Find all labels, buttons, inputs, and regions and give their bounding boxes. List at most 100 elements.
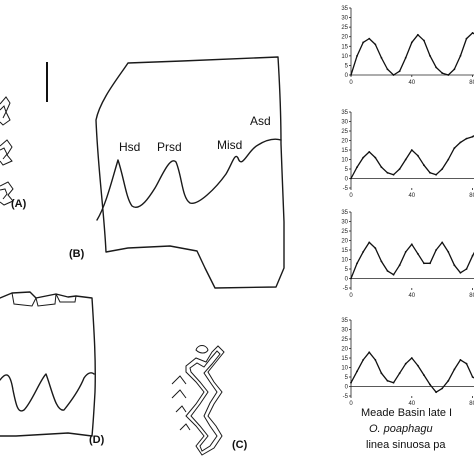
y-tick-label: 35 bbox=[341, 6, 348, 12]
data-point bbox=[386, 68, 389, 71]
data-point bbox=[356, 166, 358, 169]
data-point bbox=[356, 370, 358, 373]
series-line bbox=[350, 241, 474, 279]
data-point bbox=[423, 262, 425, 265]
y-tick-label: 30 bbox=[341, 328, 348, 334]
data-point bbox=[410, 357, 413, 359]
y-tick-label: 15 bbox=[341, 148, 348, 154]
x-tick-label: 80 bbox=[469, 193, 474, 199]
y-tick-label: 20 bbox=[341, 35, 348, 41]
data-point bbox=[404, 362, 407, 365]
data-point bbox=[447, 379, 450, 382]
x-tick-label: 0 bbox=[349, 193, 353, 199]
x-tick-label: 0 bbox=[349, 293, 353, 299]
data-point bbox=[398, 372, 401, 375]
y-tick-label: 30 bbox=[341, 120, 348, 126]
x-tick-label: 80 bbox=[469, 401, 474, 407]
data-point bbox=[453, 68, 456, 71]
chart-1: 0510152025303504080 bbox=[341, 6, 474, 86]
data-point bbox=[392, 381, 395, 384]
data-point bbox=[362, 359, 365, 361]
y-tick-label: 15 bbox=[341, 44, 348, 50]
data-point bbox=[429, 383, 431, 386]
panel-a-drawing bbox=[0, 62, 48, 206]
data-point bbox=[441, 72, 444, 74]
x-tick-label: 0 bbox=[349, 80, 353, 86]
data-point bbox=[416, 154, 419, 157]
y-tick-label: 20 bbox=[341, 347, 348, 353]
tooth-outline-a2-inner bbox=[0, 147, 8, 160]
y-tick-label: 35 bbox=[341, 318, 348, 324]
data-point bbox=[350, 177, 352, 180]
y-tick-label: 5 bbox=[345, 375, 349, 381]
data-point bbox=[453, 368, 456, 371]
data-point bbox=[423, 164, 425, 167]
data-point bbox=[410, 41, 413, 44]
data-point bbox=[423, 39, 425, 42]
data-point bbox=[362, 251, 365, 253]
data-point bbox=[362, 156, 365, 159]
data-point bbox=[350, 277, 352, 280]
data-point bbox=[356, 262, 358, 265]
data-point bbox=[398, 70, 401, 73]
data-point bbox=[459, 141, 462, 144]
tooth-outline-a3-inner bbox=[0, 188, 8, 200]
tooth-outline-a3 bbox=[0, 181, 14, 206]
data-point bbox=[435, 391, 438, 394]
data-point bbox=[386, 379, 389, 382]
enamel-pattern-outer bbox=[185, 345, 225, 456]
y-tick-label: 35 bbox=[341, 210, 348, 216]
data-point bbox=[368, 37, 371, 40]
linea-sinuosa-b bbox=[96, 138, 282, 221]
y-tick-label: -5 bbox=[343, 394, 349, 400]
cusp-label-hsd: Hsd bbox=[119, 140, 140, 154]
data-point bbox=[416, 364, 419, 367]
panel-label-d: (D) bbox=[89, 434, 105, 446]
y-tick-label: 20 bbox=[341, 239, 348, 245]
data-point bbox=[441, 168, 444, 170]
panel-d-drawing bbox=[0, 291, 96, 437]
x-tick-label: 0 bbox=[349, 401, 353, 407]
data-point bbox=[380, 166, 383, 169]
data-point bbox=[471, 254, 474, 257]
panel-label-c: (C) bbox=[232, 439, 248, 451]
enamel-pattern-inner bbox=[189, 350, 221, 452]
linea-sinuosa-d bbox=[0, 372, 95, 412]
y-tick-label: 5 bbox=[345, 267, 349, 273]
data-point bbox=[392, 74, 395, 76]
data-point bbox=[471, 135, 474, 138]
y-tick-label: 25 bbox=[341, 337, 348, 343]
x-tick-label: 80 bbox=[469, 293, 474, 299]
data-point bbox=[453, 147, 456, 150]
tooth-outline-a2 bbox=[0, 139, 13, 166]
data-point bbox=[416, 252, 419, 255]
panel-b-drawing bbox=[95, 56, 285, 289]
data-point bbox=[350, 74, 352, 76]
data-point bbox=[441, 241, 444, 244]
y-tick-label: 0 bbox=[345, 277, 349, 283]
enamel-pattern-loop bbox=[195, 345, 209, 354]
y-tick-label: 15 bbox=[341, 248, 348, 254]
data-point bbox=[435, 173, 438, 176]
data-point bbox=[471, 376, 474, 378]
data-point bbox=[350, 381, 352, 384]
data-point bbox=[453, 264, 456, 267]
data-point bbox=[429, 262, 431, 265]
y-tick-label: 0 bbox=[345, 177, 349, 183]
chart-3: -50510152025303504080 bbox=[341, 210, 474, 299]
data-point bbox=[410, 243, 413, 246]
y-tick-label: 25 bbox=[341, 25, 348, 31]
y-tick-label: -5 bbox=[343, 186, 349, 192]
y-tick-label: 25 bbox=[341, 229, 348, 235]
data-point bbox=[368, 351, 371, 354]
data-point bbox=[380, 372, 383, 375]
data-point bbox=[404, 251, 407, 253]
data-point bbox=[404, 56, 407, 59]
data-point bbox=[447, 74, 450, 76]
panel-c-drawing bbox=[171, 345, 225, 456]
caption-line-2: O. poaphagu bbox=[369, 423, 433, 435]
data-point bbox=[362, 41, 365, 44]
caption-line-1: Meade Basin late I bbox=[361, 407, 452, 419]
data-point bbox=[374, 43, 377, 46]
